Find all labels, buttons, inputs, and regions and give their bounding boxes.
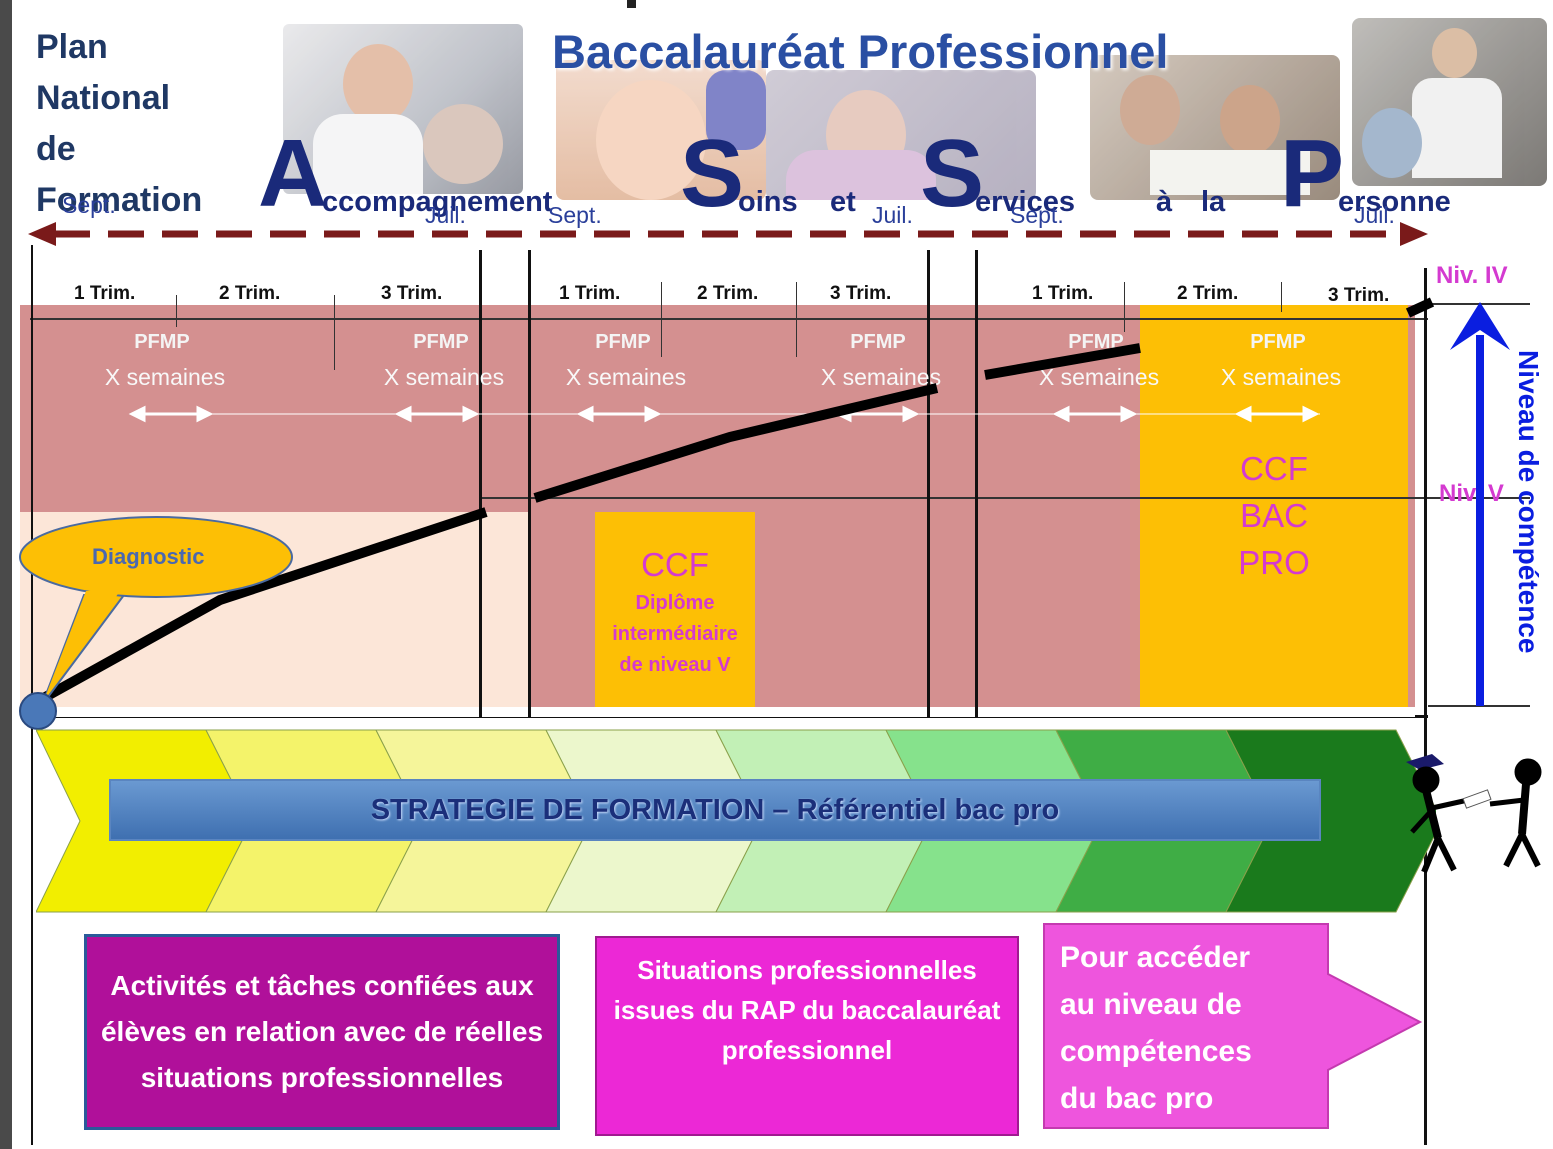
month-juil-3: Juil. [1354,202,1395,228]
trim-label-1: 1 Trim. [74,283,136,304]
trim-tick-3 [661,282,662,357]
time-arrow [28,222,1428,246]
band-gap [20,707,1415,717]
access-label: Pour accéder au niveau de compétences du… [1060,941,1252,1115]
niv-iv-label: Niv. IV [1436,262,1508,289]
pfmp-label-6: PFMP [1250,331,1306,353]
trim-tick-2 [334,295,335,370]
month-sept-1: Sept. [62,192,116,218]
axis-right [1424,268,1427,1145]
trim-tick-4 [796,282,797,357]
year-divider-2a [927,250,930,717]
competence-axis-label: Niveau de compétence [1513,350,1544,654]
trim-label-6: 3 Trim. [830,283,892,304]
pfmp-label-4: PFMP [850,331,906,353]
niv-v-label: Niv. V [1439,480,1504,507]
acronym-word-et: et [830,186,856,218]
access-arrow-box [1043,923,1423,1129]
page-title: Baccalauréat Professionnel [552,25,1169,78]
acronym-letter-p: P [1280,120,1345,227]
pfmp-duration-4: X semaines [820,364,942,390]
acronym-letter-s1: S [680,120,745,227]
ccf-intermediate-block: CCF Diplôme intermédiaire de niveau V [595,512,755,707]
ccf-bac-line-1: CCF [1240,450,1308,487]
photo-care-eye [283,24,523,194]
photo-nurse [1352,18,1547,186]
plan-line-3: de [36,130,76,168]
plan-line-2: National [36,79,171,117]
month-juil-1: Juil. [425,202,466,228]
trim-label-5: 2 Trim. [697,283,759,304]
plan-line-4: Formation [36,181,203,219]
acronym-letter-a: A [258,120,328,227]
year-divider-1b [528,250,531,717]
acronym-letter-s2: S [920,120,985,227]
acronym-word-soins: oins [738,186,798,218]
competence-arrow [1450,302,1510,706]
month-juil-2: Juil. [872,202,913,228]
year-divider-1a [479,250,482,717]
top-notch [627,0,636,8]
grid-line-niv-v [480,497,1530,499]
trim-label-8: 2 Trim. [1177,283,1239,304]
acronym-word-accompagnement: ccompagnement [322,186,553,218]
diagnostic-label: Diagnostic [92,544,205,569]
plan-title: Plan National de Formation [36,22,202,226]
diagnostic-bubble [19,516,293,730]
acronym-word-a: à [1156,186,1173,218]
pfmp-duration-5: X semaines [1038,364,1160,390]
ccf-intermediate-title: CCF [641,546,709,583]
acronym-word-services: ervices [975,186,1075,218]
trim-label-4: 1 Trim. [559,283,621,304]
pfmp-label-1: PFMP [134,331,190,353]
pfmp-label-2: PFMP [413,331,469,353]
month-sept-3: Sept. [1010,202,1064,228]
ccf-bac-block: CCF BAC PRO [1140,305,1408,717]
trim-tick-5 [1124,282,1125,332]
pfmp-duration-3: X semaines [565,364,687,390]
trim-label-7: 1 Trim. [1032,283,1094,304]
ccf-intermediate-line-1: Diplôme [635,592,715,614]
trim-label-3: 3 Trim. [381,283,443,304]
acronym-word-personne: ersonne [1338,186,1451,218]
situations-box: Situations professionnelles issues du RA… [595,936,1019,1136]
year-divider-2b [975,250,978,717]
plan-line-1: Plan [36,28,108,66]
trim-label-2: 2 Trim. [219,283,281,304]
photo-elderly [766,70,1036,200]
pfmp-arrows [128,405,1320,423]
photo-child [556,60,766,200]
month-sept-2: Sept. [548,202,602,228]
strategy-label: STRATEGIE DE FORMATION – Référentiel bac… [370,793,1060,826]
activities-box: Activités et tâches confiées aux élèves … [84,934,560,1130]
left-border [0,0,12,1149]
pfmp-label-5: PFMP [1068,331,1124,353]
competence-axis-label-wrap: Niveau de compétence [1512,350,1552,695]
trim-tick-1 [176,295,177,327]
pfmp-label-3: PFMP [595,331,651,353]
ccf-intermediate-line-2: intermédiaire [612,623,738,645]
trim-tick-6 [1281,282,1282,312]
ccf-bac-line-3: PRO [1238,544,1310,581]
trim-label-9: 3 Trim. [1328,285,1390,306]
pfmp-duration-1: X semaines [104,364,226,390]
acronym-word-la: la [1201,186,1226,218]
ccf-bac-line-2: BAC [1240,497,1308,534]
graduation-figures [1406,754,1542,874]
photo-study [1090,55,1340,200]
ccf-intermediate-line-3: de niveau V [619,654,731,676]
pfmp-duration-2: X semaines [383,364,505,390]
grid-line-trim [30,318,1428,320]
strategy-chevrons [36,729,1436,913]
pfmp-duration-6: X semaines [1220,364,1342,390]
